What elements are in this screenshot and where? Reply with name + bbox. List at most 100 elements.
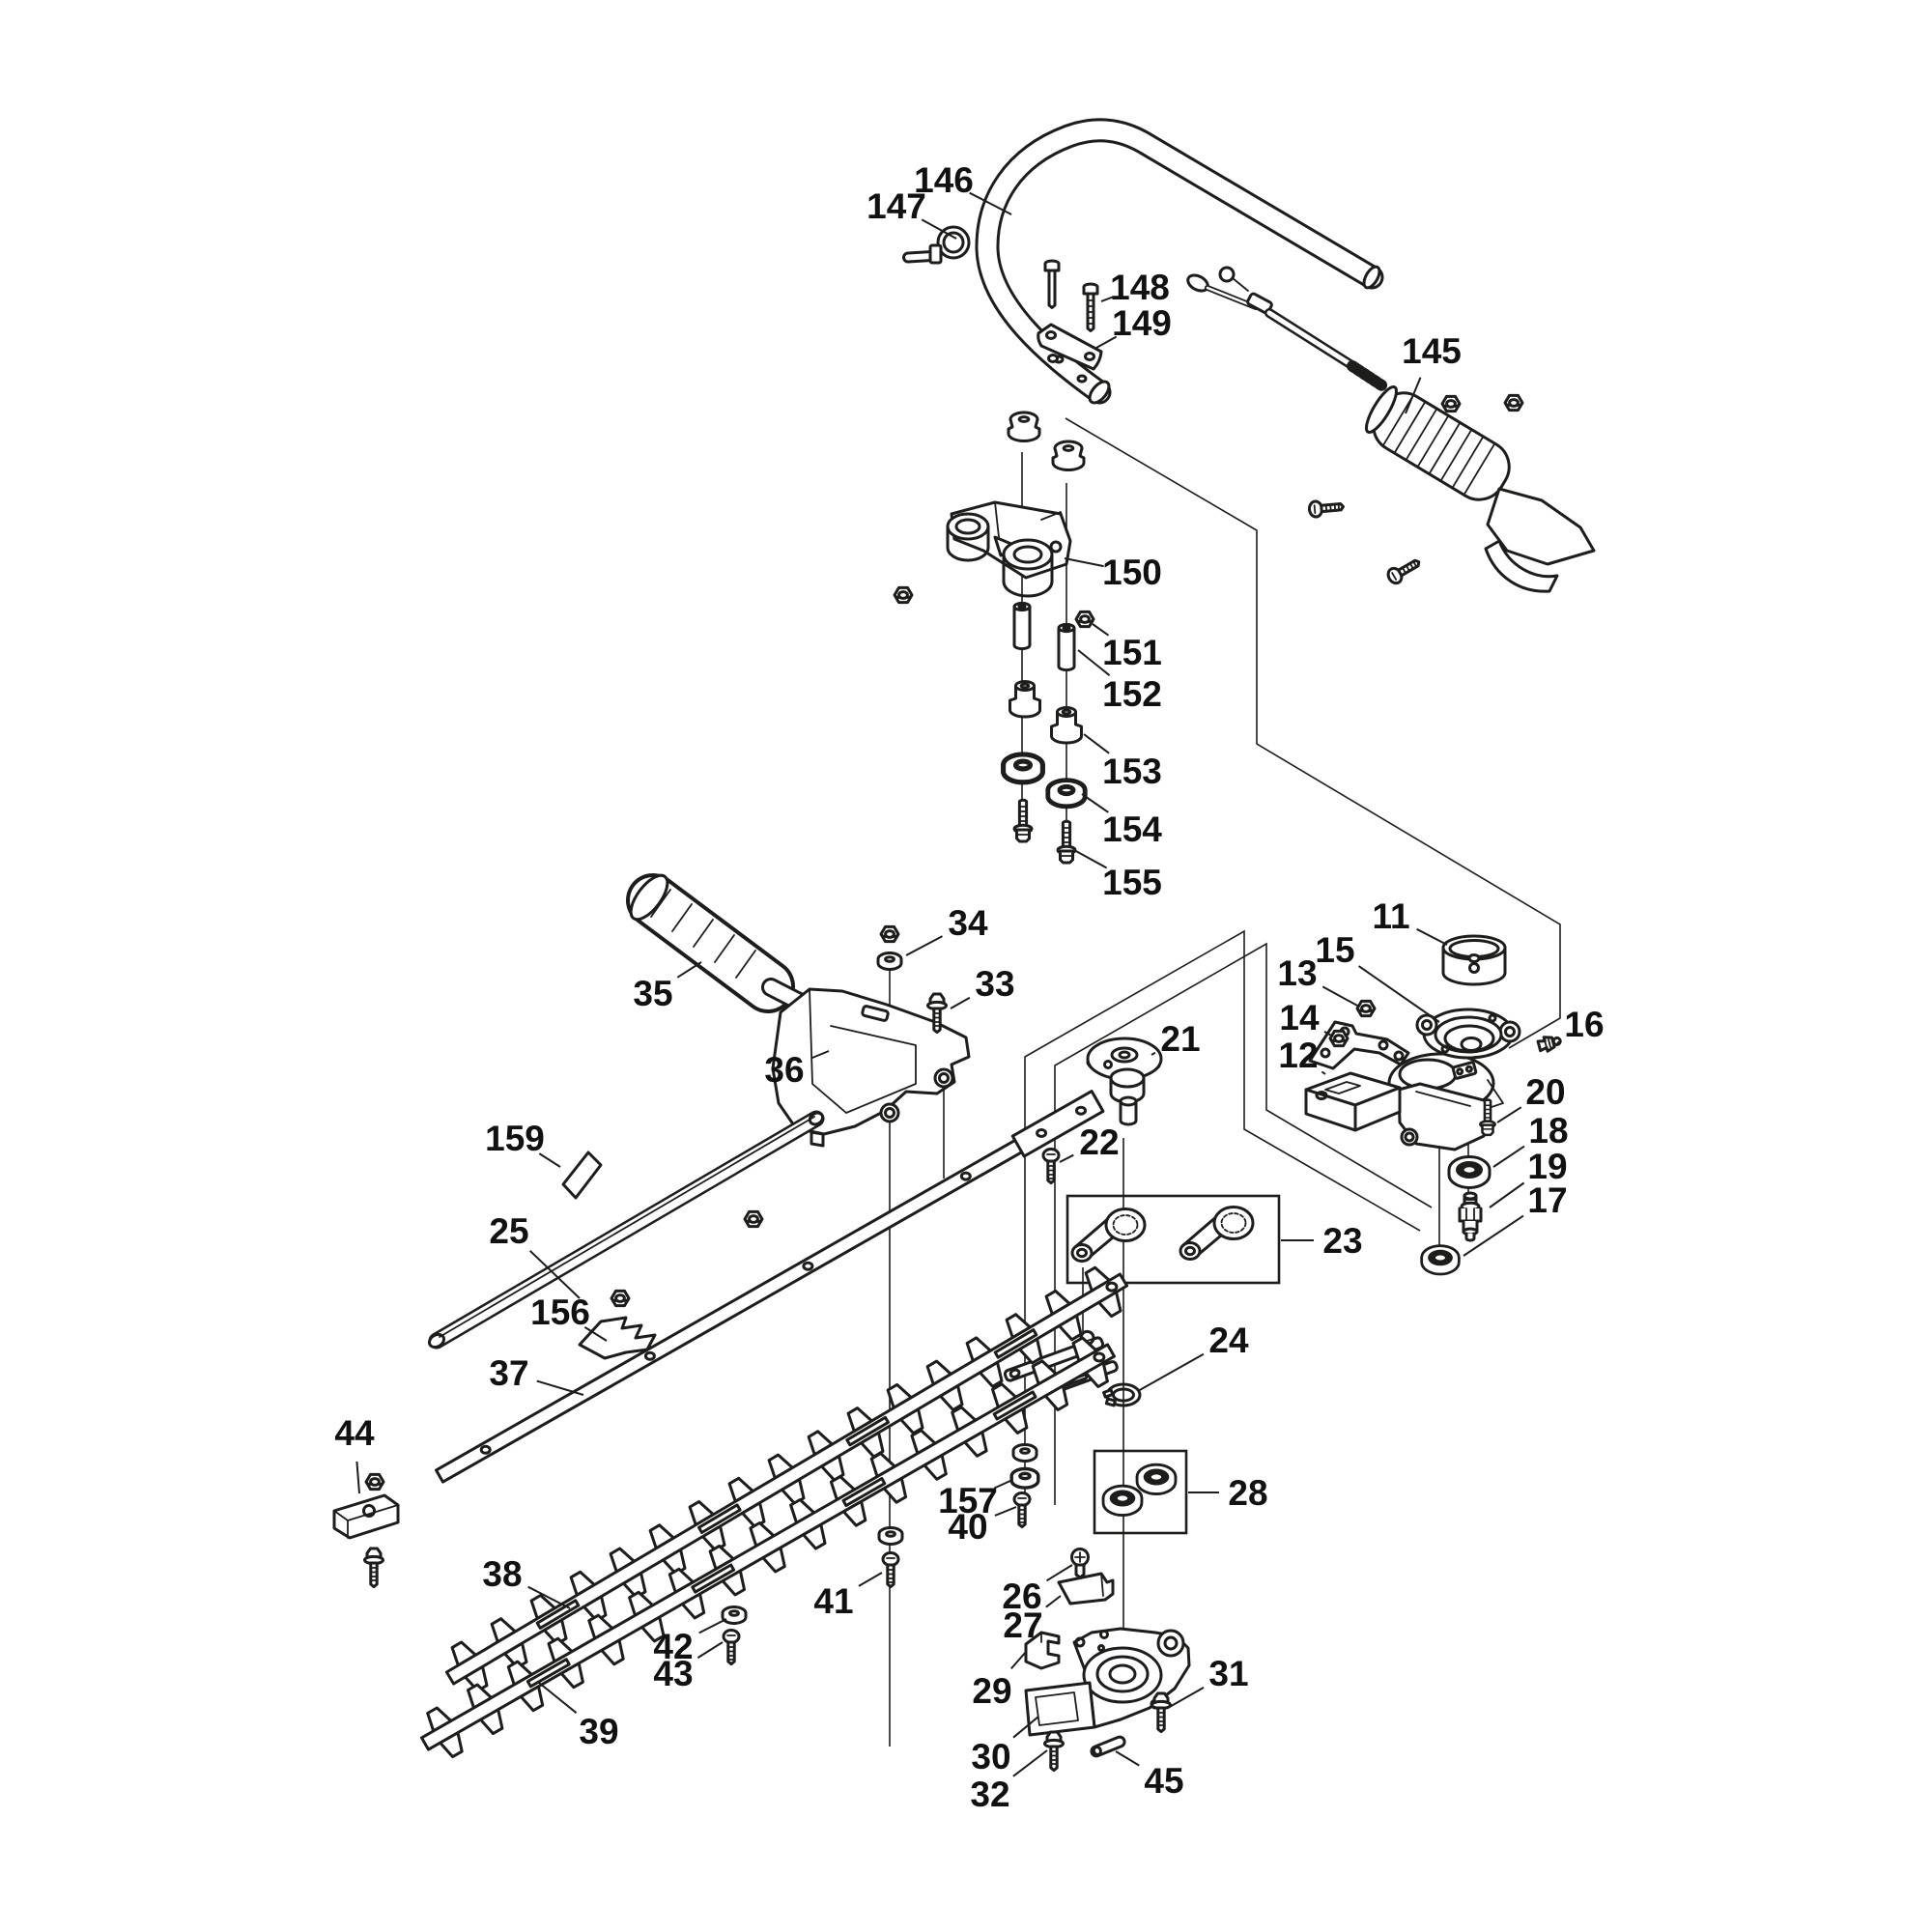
gear-case-15 — [1304, 1008, 1521, 1151]
bearing-18 — [1447, 1155, 1492, 1189]
bolts-148 — [1043, 259, 1099, 332]
leader-line-155 — [1073, 849, 1108, 869]
leader-line-153 — [1083, 733, 1110, 754]
part-number-25: 25 — [489, 1211, 528, 1251]
part-number-34: 34 — [948, 903, 988, 943]
leader-line-18 — [1492, 1145, 1525, 1168]
screw-22 — [1041, 1148, 1061, 1185]
leader-line-17 — [1463, 1214, 1524, 1257]
leader-line-154 — [1081, 793, 1109, 813]
washer-42 — [721, 1605, 748, 1625]
leader-line-145 — [1405, 377, 1422, 414]
part-number-24: 24 — [1208, 1321, 1249, 1360]
leader-line-157 — [993, 1479, 1013, 1490]
part-number-38: 38 — [482, 1554, 522, 1594]
bearing-set-box — [1093, 1449, 1188, 1535]
part-number-27: 27 — [1003, 1605, 1042, 1645]
connecting-rods-23 — [1070, 1206, 1255, 1263]
mount-bracket-150 — [946, 500, 1072, 598]
bracket-12 — [1308, 1020, 1410, 1070]
part-number-18: 18 — [1528, 1111, 1568, 1151]
leader-line-32 — [1012, 1749, 1048, 1777]
leader-line-25 — [529, 1250, 581, 1299]
leader-line-150 — [1064, 557, 1104, 568]
leader-line-147 — [921, 218, 957, 240]
part-number-20: 20 — [1525, 1072, 1565, 1112]
gear-drum-11 — [1441, 934, 1507, 986]
throttle-assembly-145 — [1186, 266, 1596, 593]
gear-cover-30 — [1024, 1627, 1191, 1737]
part-number-45: 45 — [1144, 1761, 1183, 1801]
part-number-17: 17 — [1527, 1180, 1567, 1220]
part-number-43: 43 — [653, 1654, 693, 1693]
leader-line-36 — [810, 1050, 830, 1060]
part-number-22: 22 — [1079, 1122, 1119, 1162]
nut-13 — [1355, 999, 1377, 1018]
leader-line-29 — [1010, 1651, 1027, 1670]
leader-line-11 — [1416, 927, 1448, 946]
part-number-29: 29 — [972, 1671, 1011, 1711]
leader-line-12 — [1321, 1070, 1326, 1075]
grip-housing-36 — [771, 987, 971, 1148]
part-number-37: 37 — [489, 1353, 528, 1393]
part-number-147: 147 — [867, 186, 926, 226]
leader-line-35 — [676, 961, 702, 979]
leader-line-45 — [1115, 1750, 1140, 1767]
rail-nut — [743, 1209, 764, 1229]
part-number-150: 150 — [1102, 553, 1162, 592]
leader-line-19 — [1489, 1181, 1525, 1208]
blade-clamp-44 — [332, 1472, 400, 1589]
leader-line-21 — [1151, 1051, 1156, 1056]
bearings-28 — [1101, 1463, 1178, 1517]
nut-14 — [1328, 1029, 1350, 1048]
leader-line-30 — [1012, 1716, 1039, 1739]
cam-gear-21 — [1086, 1037, 1163, 1126]
part-number-39: 39 — [579, 1712, 618, 1751]
washers-154 — [1004, 754, 1086, 807]
part-number-151: 151 — [1102, 633, 1162, 672]
part-number-145: 145 — [1402, 331, 1462, 371]
washer-screw-41 — [877, 1526, 904, 1589]
loop-handle-146 — [975, 118, 1384, 405]
blade-plate-156 — [578, 1316, 657, 1360]
handle-mount-outline — [1065, 417, 1561, 1049]
spacers-152 — [1012, 601, 1076, 672]
leader-line-151 — [1092, 623, 1110, 637]
connecting-rod-set-box — [1065, 1194, 1281, 1285]
screw-26 — [1070, 1548, 1090, 1579]
screw-40 — [1012, 1492, 1032, 1529]
part-number-154: 154 — [1102, 810, 1162, 849]
bolt-31 — [1151, 1691, 1172, 1734]
leader-line-39 — [538, 1682, 578, 1714]
cable-clamp-147 — [902, 225, 971, 265]
screw-43 — [722, 1629, 741, 1666]
part-number-153: 153 — [1102, 752, 1162, 791]
warning-label-159 — [561, 1151, 603, 1200]
leader-line-42 — [698, 1618, 727, 1634]
part-number-14: 14 — [1279, 998, 1320, 1037]
part-number-28: 28 — [1228, 1473, 1267, 1513]
part-number-11: 11 — [1372, 896, 1409, 936]
part-number-157: 157 — [938, 1481, 998, 1520]
retaining-ring-24 — [1102, 1382, 1142, 1407]
coupler-19 — [1458, 1191, 1483, 1242]
part-number-15: 15 — [1315, 930, 1354, 970]
part-number-26: 26 — [1002, 1577, 1041, 1616]
leader-line-44 — [355, 1461, 360, 1494]
lock-nuts-151 — [893, 585, 1095, 629]
upper-blade-38 — [444, 1265, 1129, 1692]
part-number-31: 31 — [1208, 1654, 1248, 1693]
leader-line-146 — [969, 191, 1012, 215]
leader-line-16 — [1556, 1039, 1562, 1044]
leader-line-159 — [538, 1152, 561, 1168]
leader-line-24 — [1137, 1352, 1205, 1392]
bar-nut — [610, 1289, 631, 1308]
leader-line-149 — [1095, 335, 1118, 349]
leader-line-33 — [950, 996, 971, 1009]
guide-rail-25 — [427, 1110, 825, 1350]
leader-line-148 — [1100, 296, 1114, 302]
guide-bar-37 — [435, 1090, 1105, 1484]
nut-washer-34 — [876, 924, 903, 971]
bearing-17 — [1420, 1244, 1461, 1276]
part-number-35: 35 — [633, 974, 672, 1013]
